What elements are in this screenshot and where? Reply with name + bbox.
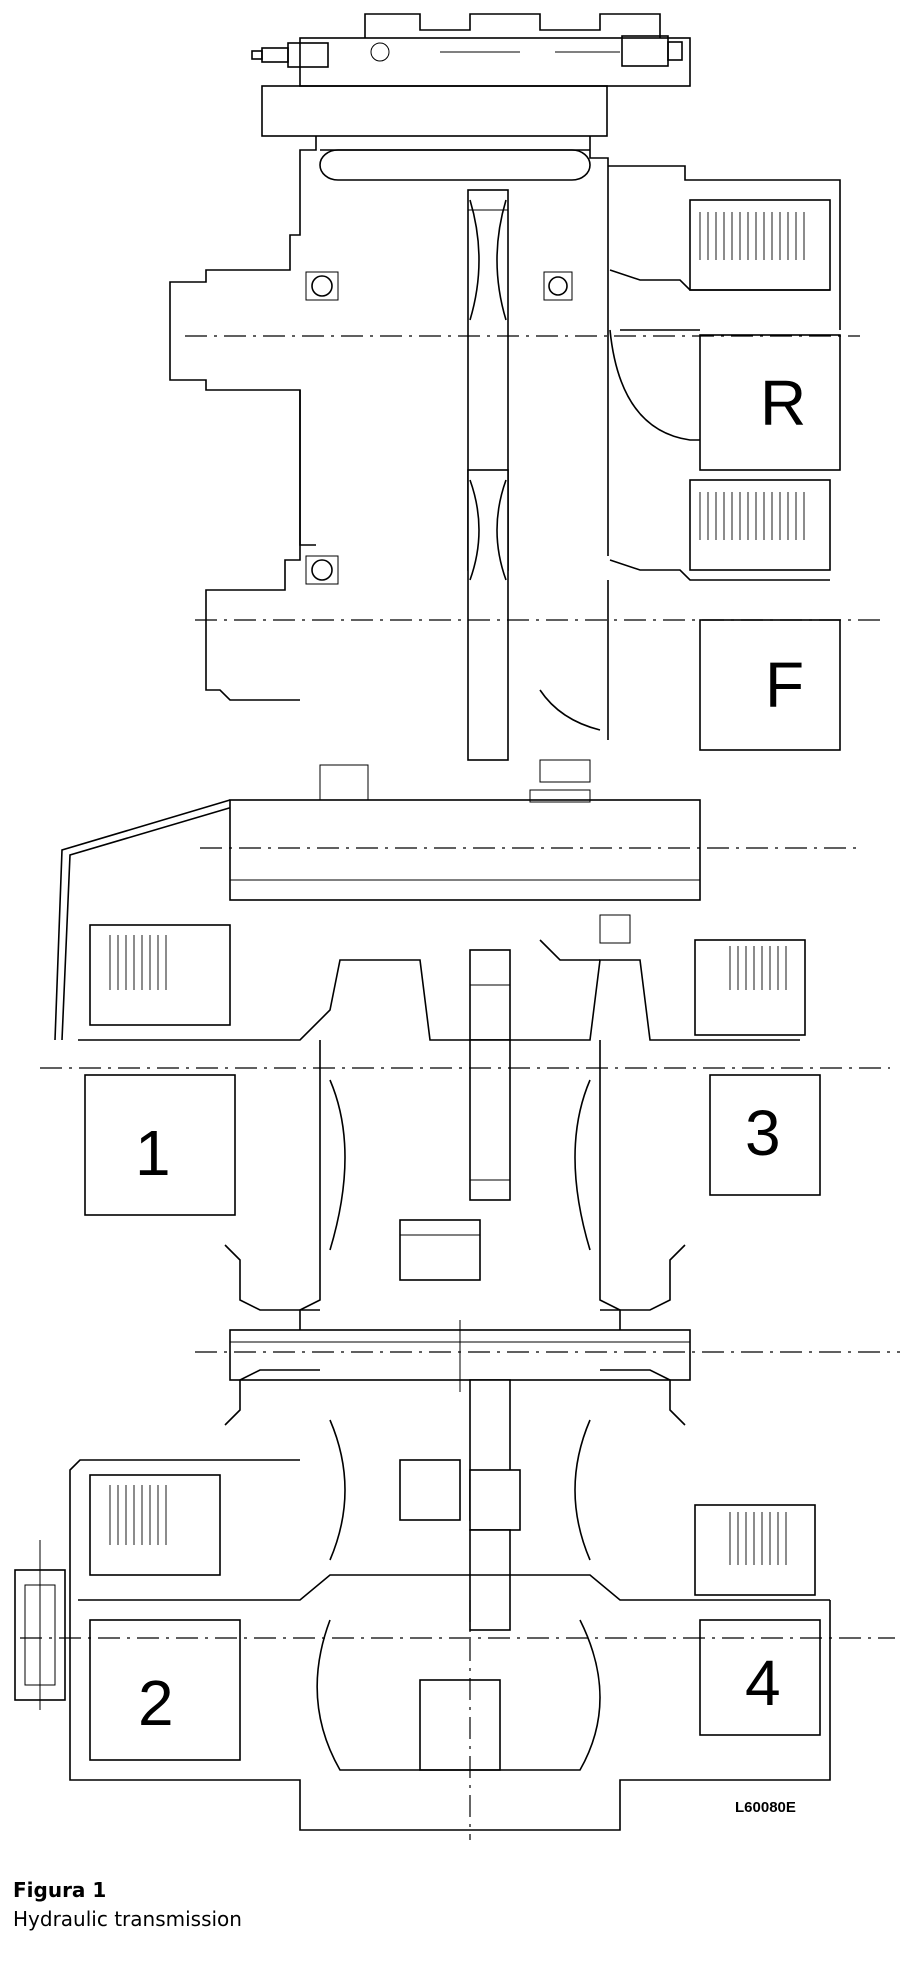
gear-label-3: 3 (745, 1097, 781, 1169)
gear-label-1: 1 (135, 1117, 171, 1189)
gear-label-2: 2 (138, 1667, 174, 1739)
lower-gear-stack (14, 1039, 831, 1831)
middle-shaft-section (54, 764, 806, 1041)
transmission-cross-section-drawing: R F 1 3 2 4 L60080E (14, 13, 900, 1840)
gear-label-F: F (765, 649, 804, 721)
figure-caption: Figura 1 Hydraulic transmission (13, 1876, 242, 1934)
center-lines (20, 335, 900, 1840)
gear-label-R: R (760, 367, 806, 439)
forward-clutch-section (205, 390, 841, 783)
control-valve-block (251, 13, 691, 137)
gear-label-4: 4 (745, 1647, 781, 1719)
figure-number: Figura 1 (13, 1878, 107, 1902)
drawing-code: L60080E (735, 1799, 796, 1816)
figure-description: Hydraulic transmission (13, 1907, 242, 1931)
